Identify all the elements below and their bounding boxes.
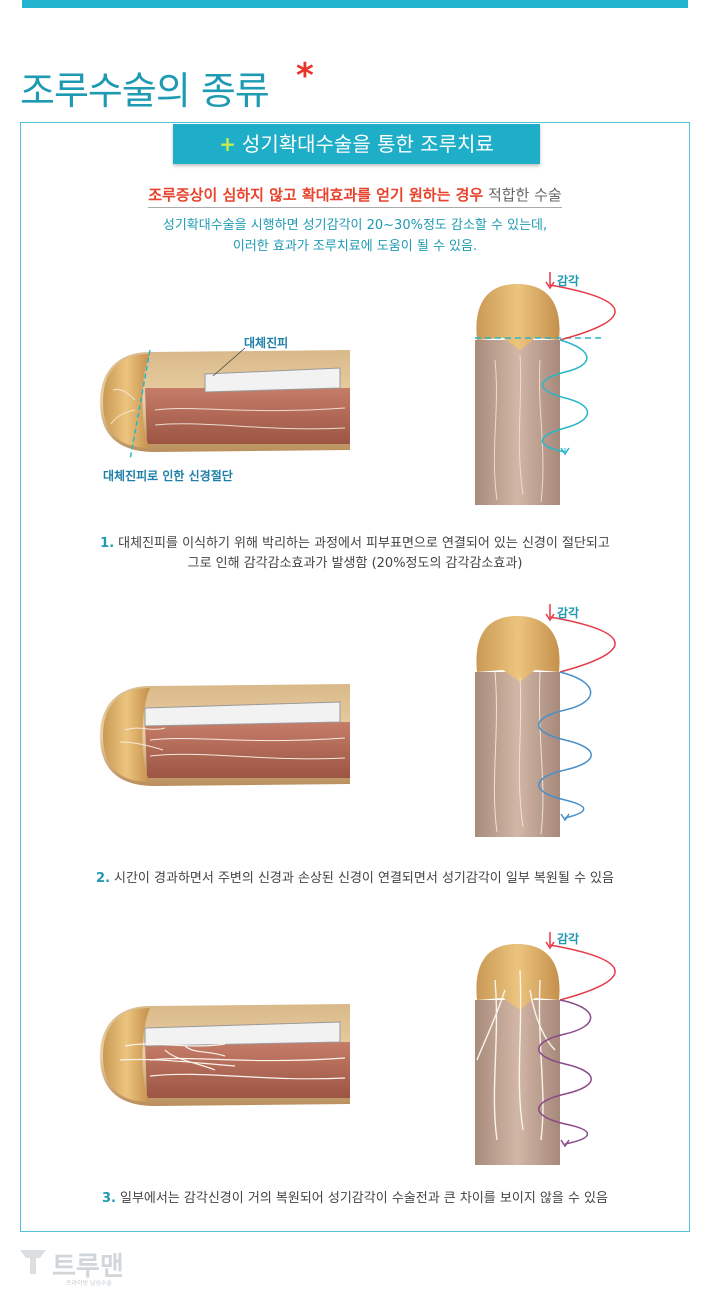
- plus-icon: +: [219, 132, 236, 156]
- step-3-caption: 3. 일부에서는 감각신경이 거의 복원되어 성기감각이 수술전과 큰 차이를 보…: [0, 1187, 710, 1206]
- description-line-1: 성기확대수술을 시행하면 성기감각이 20~30%정도 감소할 수 있는데,: [162, 218, 548, 233]
- title-asterisk: *: [296, 56, 314, 96]
- nerve-cut-label: 대체진피로 인한 신경절단: [103, 469, 233, 483]
- sensation-label-1: 감각: [557, 274, 580, 288]
- side-view-figure-2: [100, 684, 350, 786]
- front-view-figure-3: [475, 932, 616, 1165]
- headline-rest: 적합한 수술: [483, 186, 562, 204]
- graft-label: 대체진피: [244, 336, 289, 350]
- logo-name: 트루맨: [52, 1252, 124, 1282]
- logo-icon: [20, 1250, 46, 1274]
- banner-text: 성기확대수술을 통한 조루치료: [241, 132, 494, 156]
- content-frame: [20, 122, 690, 1232]
- side-view-figure-1: [100, 347, 350, 461]
- step-2-text: 시간이 경과하면서 주변의 신경과 손상된 신경이 연결되면서 성기감각이 일부…: [114, 871, 614, 886]
- section-banner: +성기확대수술을 통한 조루치료: [173, 124, 540, 164]
- step-3-text: 일부에서는 감각신경이 거의 복원되어 성기감각이 수술전과 큰 차이를 보이지…: [120, 1191, 608, 1206]
- page-title: 조루수술의 종류: [20, 69, 270, 113]
- step-1-caption-line-1: 1.대체진피를 이식하기 위해 박리하는 과정에서 피부표면으로 연결되어 있는…: [0, 532, 710, 551]
- front-view-figure-1: [475, 272, 616, 505]
- step-3-number: 3.: [102, 1191, 116, 1206]
- logo-tagline: 프라이빗 남성수술: [66, 1280, 113, 1287]
- top-accent-bar: [22, 0, 688, 8]
- description-line-2: 이러한 효과가 조루치료에 도움이 될 수 있음.: [232, 239, 478, 254]
- sensation-label-3: 감각: [557, 932, 580, 946]
- step-1-text: 대체진피를 이식하기 위해 박리하는 과정에서 피부표면으로 연결되어 있는 신…: [118, 536, 610, 551]
- step-1-number: 1.: [100, 536, 115, 551]
- step-2-number: 2.: [96, 871, 111, 886]
- front-view-figure-2: [475, 604, 616, 837]
- side-view-figure-3: [100, 1004, 350, 1106]
- headline: 조루증상이 심하지 않고 확대효과를 얻기 원하는 경우 적합한 수술: [0, 184, 710, 208]
- headline-highlight: 조루증상이 심하지 않고 확대효과를 얻기 원하는 경우: [148, 186, 484, 204]
- step-2-caption: 2.시간이 경과하면서 주변의 신경과 손상된 신경이 연결되면서 성기감각이 …: [0, 867, 710, 886]
- sensation-label-2: 감각: [557, 606, 580, 620]
- step-1-caption-line-2: 그로 인해 감각감소효과가 발생함 (20%정도의 감각감소효과): [187, 556, 523, 571]
